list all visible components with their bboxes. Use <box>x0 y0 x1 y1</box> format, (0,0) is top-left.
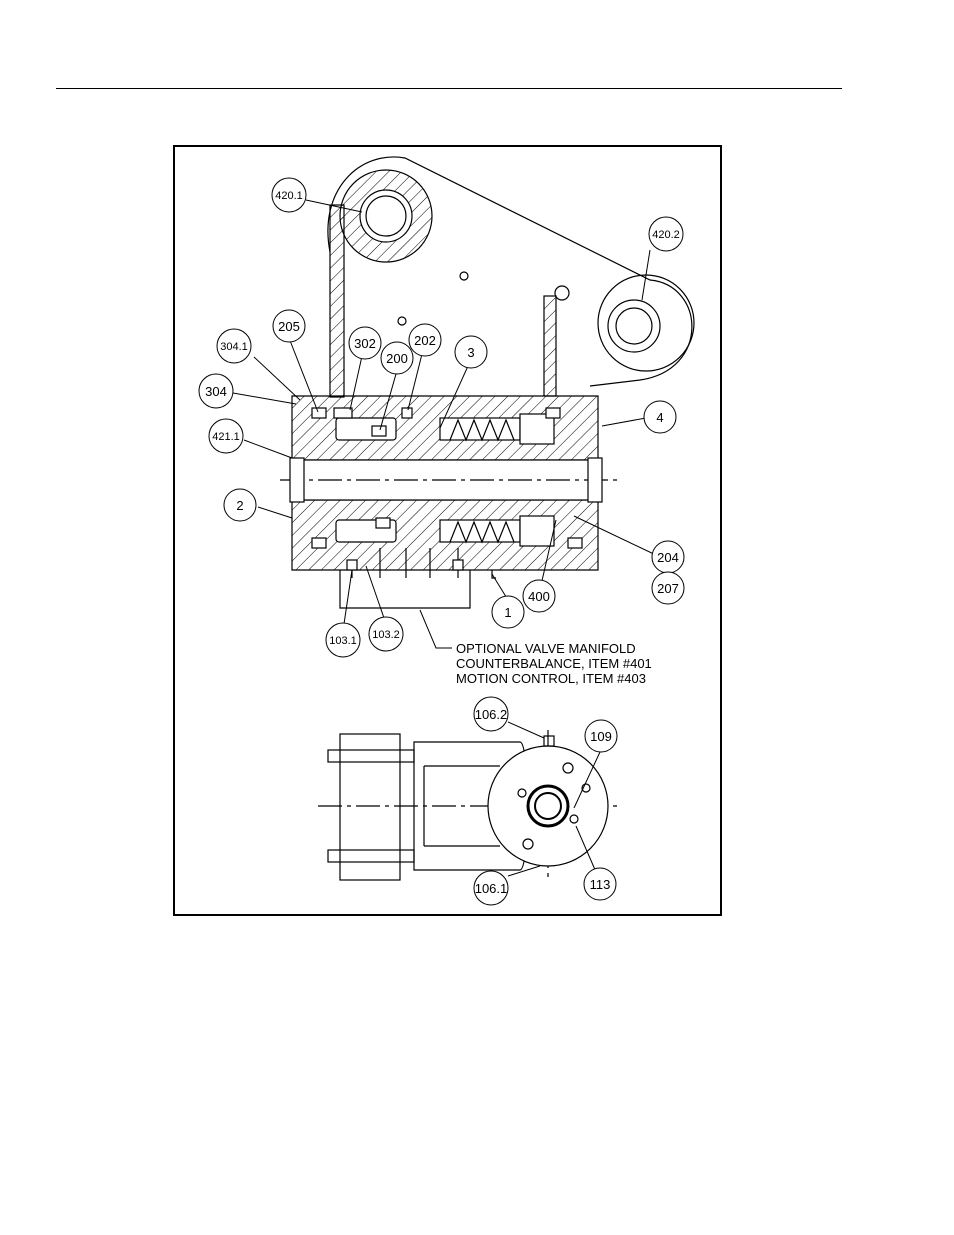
pivot-collar-bottom <box>328 850 414 862</box>
svg-text:103.2: 103.2 <box>372 629 400 641</box>
section-view <box>280 157 694 608</box>
svg-text:421.1: 421.1 <box>212 431 240 443</box>
pivot-shaft <box>340 734 400 880</box>
end-view <box>318 730 618 880</box>
optional-manifold-outline <box>340 570 470 608</box>
balloon-106-2: 106.2 <box>474 697 508 731</box>
hole <box>555 286 569 300</box>
svg-text:109: 109 <box>590 729 612 744</box>
seal <box>372 426 386 436</box>
balloon-202: 202 <box>409 324 441 356</box>
helical-cavity-upper <box>440 418 520 440</box>
pivot-collar-top <box>328 750 414 762</box>
seal <box>334 408 352 418</box>
svg-text:3: 3 <box>467 345 474 360</box>
balloon-103-1: 103.1 <box>326 623 360 657</box>
seal <box>568 538 582 548</box>
svg-text:400: 400 <box>528 589 550 604</box>
balloon-420-1: 420.1 <box>272 178 306 212</box>
balloon-3: 3 <box>455 336 487 368</box>
balloon-207: 207 <box>652 572 684 604</box>
seal <box>312 408 326 418</box>
svg-text:106.1: 106.1 <box>475 881 508 896</box>
seal <box>546 408 560 418</box>
svg-text:420.1: 420.1 <box>275 190 303 202</box>
balloon-302: 302 <box>349 327 381 359</box>
hole <box>398 317 406 325</box>
balloon-1: 1 <box>492 596 524 628</box>
end-cap-right <box>588 458 602 502</box>
svg-text:103.1: 103.1 <box>329 635 357 647</box>
pivot-bore-right <box>616 308 652 344</box>
svg-text:202: 202 <box>414 333 436 348</box>
balloon-106-1: 106.1 <box>474 871 508 905</box>
balloon-2: 2 <box>224 489 256 521</box>
balloon-421-1: 421.1 <box>209 419 243 453</box>
balloon-400: 400 <box>523 580 555 612</box>
svg-text:207: 207 <box>657 581 679 596</box>
balloon-109: 109 <box>585 720 617 752</box>
svg-text:4: 4 <box>656 410 663 425</box>
pivot-boss-right <box>598 275 694 371</box>
seal <box>312 538 326 548</box>
svg-text:200: 200 <box>386 351 408 366</box>
balloon-304-1: 304.1 <box>217 329 251 363</box>
svg-text:304: 304 <box>205 384 227 399</box>
note-line-2: COUNTERBALANCE, ITEM #401 <box>456 656 652 671</box>
balloon-205: 205 <box>273 310 305 342</box>
end-cap-left <box>290 458 304 502</box>
housing-end-face <box>488 746 608 866</box>
svg-text:2: 2 <box>236 498 243 513</box>
balloon-200: 200 <box>381 342 413 374</box>
cavity <box>336 418 396 440</box>
svg-text:302: 302 <box>354 336 376 351</box>
balloon-4: 4 <box>644 401 676 433</box>
piston-lower <box>520 516 554 546</box>
pivot-bushing-left <box>360 190 412 242</box>
svg-text:304.1: 304.1 <box>220 341 248 353</box>
note-line-1: OPTIONAL VALVE MANIFOLD <box>456 641 636 656</box>
seal <box>376 518 390 528</box>
balloon-103-2: 103.2 <box>369 617 403 651</box>
balloon-204: 204 <box>652 541 684 573</box>
svg-text:204: 204 <box>657 550 679 565</box>
bracket-left-plate <box>330 205 344 397</box>
grease-fitting <box>544 736 554 746</box>
manifold-note: OPTIONAL VALVE MANIFOLD COUNTERBALANCE, … <box>456 641 652 686</box>
balloon-304: 304 <box>199 374 233 408</box>
svg-text:420.2: 420.2 <box>652 229 680 241</box>
helical-cavity-lower <box>440 520 520 542</box>
svg-text:205: 205 <box>278 319 300 334</box>
svg-text:113: 113 <box>590 877 611 892</box>
seal <box>402 408 412 418</box>
note-line-3: MOTION CONTROL, ITEM #403 <box>456 671 646 686</box>
svg-text:1: 1 <box>504 605 511 620</box>
svg-text:106.2: 106.2 <box>475 707 508 722</box>
bracket-right-plate <box>544 296 556 396</box>
hole <box>460 272 468 280</box>
balloon-420-2: 420.2 <box>649 217 683 251</box>
balloon-113: 113 <box>584 868 616 900</box>
